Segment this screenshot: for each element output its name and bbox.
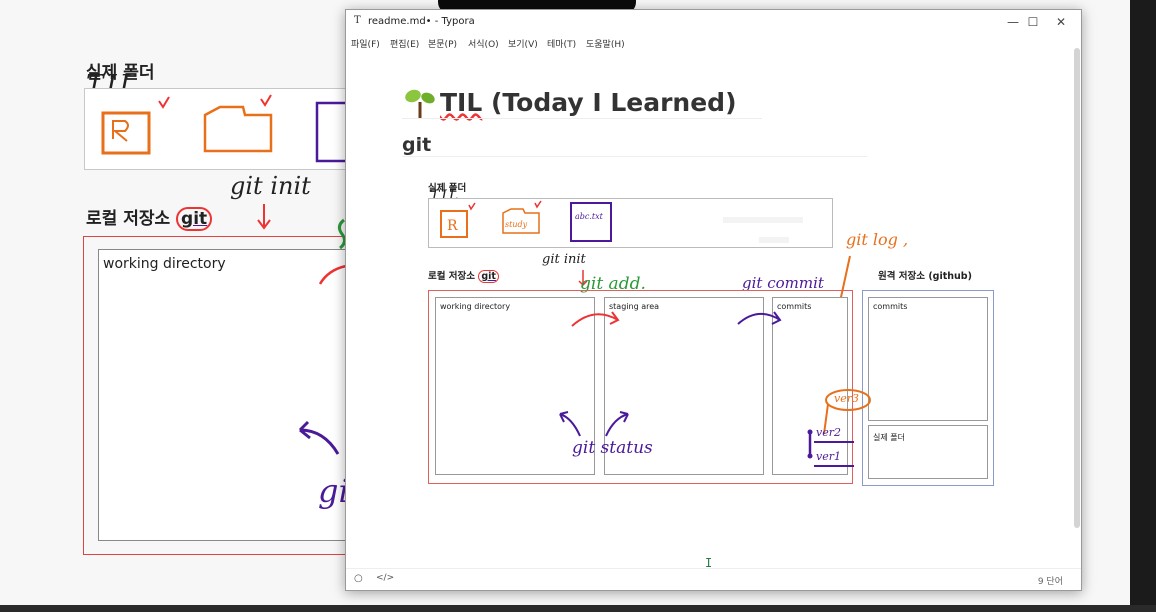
menu-view[interactable]: 보기(V) (508, 40, 538, 50)
diagram-local-repo-label: 로컬 저장소 git (428, 268, 499, 283)
typora-window: T readme.md• - Typora — ☐ ✕ 파일(F) 편집(E) … (345, 9, 1082, 591)
diagram-working-directory-box: working directory (435, 297, 595, 475)
bg-purple-arrow-icon (298, 420, 340, 455)
hw-git-init: git init (542, 252, 586, 267)
hw-git-commit: git commit (742, 274, 824, 292)
hw-ver2: ver2 (816, 426, 841, 439)
diagram-arrow-down-icon (578, 270, 588, 287)
bg-local-repo-label: 로컬 저장소 git (86, 204, 213, 231)
remote-folder-label: 실제 폴더 (873, 433, 905, 442)
menu-file[interactable]: 파일(F) (351, 40, 380, 50)
hw-git-status: git status (572, 438, 653, 458)
purple-arrow-icon (737, 311, 782, 325)
bg-hw-fragments (318, 218, 347, 285)
bg-folder-box (84, 88, 349, 170)
bg-working-directory-box: working directory (98, 249, 348, 541)
bg-git-init-note: git init (230, 172, 311, 200)
title-bar[interactable]: T readme.md• - Typora — ☐ ✕ (346, 10, 1081, 34)
commit-versions-icon (807, 389, 871, 467)
menu-help[interactable]: 도움말(H) (586, 40, 625, 50)
status-arrows-icon (559, 411, 629, 437)
hw-ver1: ver1 (816, 450, 841, 463)
window-title: readme.md• - Typora (368, 16, 475, 27)
screen-right-edge (1130, 0, 1156, 612)
embedded-diagram-image[interactable]: 실제 폴더 TIL R study abc.txt 로컬 저장소 git git… (428, 178, 1003, 493)
hw-git-log: git log , (846, 230, 909, 249)
document-title-prefix: TIL (440, 88, 483, 117)
word-count[interactable]: 9 단어 (1037, 577, 1063, 587)
sprout-icon (405, 89, 435, 118)
maximize-button[interactable]: ☐ (1027, 15, 1039, 29)
diagram-folder-box: R study abc.txt (428, 198, 833, 248)
file-r-label: R (447, 218, 458, 234)
remote-commits-label: commits (873, 302, 908, 311)
document-title-rest: (Today I Learned) (482, 88, 737, 117)
hw-git-add: git add. (580, 274, 646, 294)
document-heading-git[interactable]: git (402, 134, 432, 156)
diagram-staging-area-box: staging area (604, 297, 764, 475)
bg-folder-title: 실제 폴더 (86, 63, 155, 83)
diagram-folder-title: 실제 폴더 (428, 183, 467, 194)
bg-local-repo-box: working directory (83, 236, 348, 555)
close-button[interactable]: ✕ (1055, 15, 1067, 29)
menu-bar: 파일(F) 편집(E) 본문(P) 서식(O) 보기(V) 테마(T) 도움말(… (346, 34, 1081, 52)
text-cursor-icon: I (705, 556, 713, 570)
menu-format[interactable]: 서식(O) (468, 40, 499, 50)
commits-label: commits (777, 302, 812, 311)
typora-app-icon: T (354, 15, 361, 26)
diagram-remote-repo-box: commits 실제 폴더 (862, 290, 994, 486)
source-code-mode-icon[interactable]: </> (376, 573, 395, 583)
hw-ver3: ver3 (834, 392, 859, 405)
minimize-button[interactable]: — (1007, 15, 1019, 29)
diagram-folder-icons: R study abc.txt (440, 200, 803, 243)
red-arrow-icon (571, 311, 620, 327)
bg-arrow-down-icon (257, 204, 271, 230)
diagram-local-repo-box: working directory staging area commits (428, 290, 853, 484)
file-txt-label: abc.txt (575, 212, 604, 221)
staging-area-label: staging area (609, 302, 660, 311)
menu-paragraph[interactable]: 본문(P) (428, 40, 458, 50)
menu-edit[interactable]: 편집(E) (390, 40, 420, 50)
screen-bottom-edge (0, 605, 1156, 612)
document-title[interactable]: TIL (Today I Learned) (440, 88, 737, 117)
outline-toggle-icon[interactable]: ○ (354, 573, 363, 584)
title-divider (402, 118, 762, 119)
working-directory-label: working directory (440, 302, 511, 311)
vertical-scrollbar[interactable] (1074, 48, 1080, 528)
heading-divider (402, 156, 867, 157)
diagram-remote-folder-box: 실제 폴더 (868, 425, 988, 479)
diagram-remote-repo-label: 원격 저장소 (github) (878, 271, 972, 282)
file-study-label: study (505, 220, 528, 229)
diagram-remote-commits-box: commits (868, 297, 988, 421)
bg-working-directory-label: working directory (103, 256, 226, 272)
bg-folder-icons (101, 94, 349, 163)
status-bar: ○ </> 9 단어 (346, 568, 1081, 590)
menu-theme[interactable]: 테마(T) (547, 40, 577, 50)
